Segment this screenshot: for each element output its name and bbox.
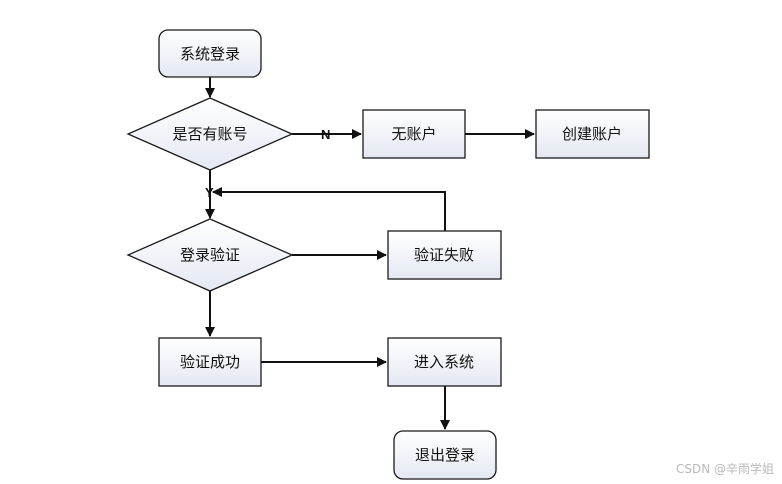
edge-label-yes: Y <box>205 185 214 200</box>
node-create-account: 创建账户 <box>535 109 650 159</box>
decision-has-account: 是否有账号 <box>126 97 294 171</box>
node-logout: 退出登录 <box>393 430 497 480</box>
node-system-login: 系统登录 <box>158 29 262 78</box>
edge-label-no: N <box>321 127 330 142</box>
node-verify-success: 验证成功 <box>158 337 262 387</box>
decision-login-verify-label: 登录验证 <box>180 246 240 264</box>
node-verify-success-label: 验证成功 <box>180 353 240 371</box>
node-verify-failed: 验证失败 <box>387 230 502 280</box>
node-system-login-label: 系统登录 <box>180 45 240 63</box>
node-enter-system-label: 进入系统 <box>414 353 474 371</box>
edge-failed-loop-back <box>212 187 446 231</box>
node-create-account-label: 创建账户 <box>562 125 622 143</box>
node-enter-system: 进入系统 <box>387 337 502 387</box>
edges <box>205 77 535 430</box>
node-verify-failed-label: 验证失败 <box>414 246 474 264</box>
decision-has-account-label: 是否有账号 <box>172 125 247 143</box>
node-no-account: 无账户 <box>362 109 466 159</box>
watermark-text: CSDN @辛雨学姐 <box>676 461 774 476</box>
node-logout-label: 退出登录 <box>415 446 475 464</box>
decision-login-verify: 登录验证 <box>126 218 294 292</box>
node-no-account-label: 无账户 <box>391 125 436 143</box>
